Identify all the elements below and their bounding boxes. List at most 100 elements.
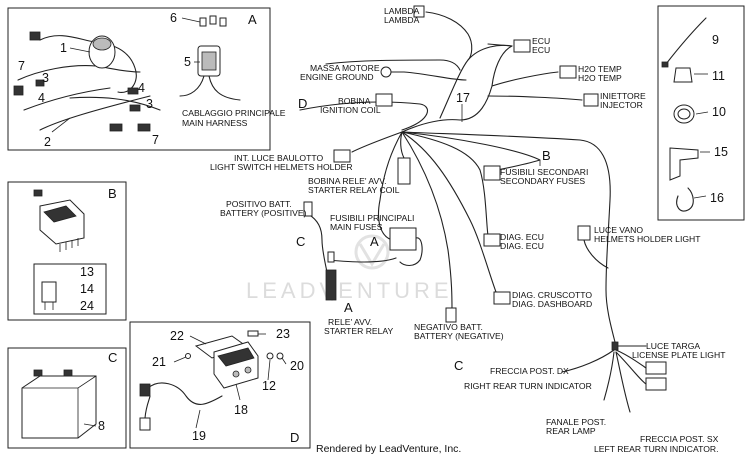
label-h2o-it: H2O TEMP <box>578 64 622 74</box>
label-main-fuses-it: FUSIBILI PRINCIPALI <box>330 213 414 223</box>
label-starter-relay-en: STARTER RELAY <box>324 326 394 336</box>
section-b-marker: B <box>542 148 551 163</box>
connector-7-a <box>109 123 123 132</box>
label-coil-it: BOBINA <box>338 96 371 106</box>
trunk-up <box>401 45 513 133</box>
label-helmet-light-en: HELMETS HOLDER LIGHT <box>594 234 701 244</box>
wire-ecu <box>487 43 513 47</box>
main-harness <box>299 5 667 413</box>
wire-batt-neg <box>401 131 453 311</box>
label-ecu-1: ECU <box>532 36 550 46</box>
leader-2 <box>51 117 71 133</box>
connector-diag-dash <box>493 291 511 305</box>
part-1-top <box>92 37 112 51</box>
label-helmet-switch-en: LIGHT SWITCH HELMETS HOLDER <box>210 162 353 172</box>
label-coil-en: IGNITION COIL <box>320 105 381 115</box>
label-rear-lamp-it: FANALE POST. <box>546 417 606 427</box>
wire-coil <box>299 101 429 131</box>
label-batt-pos-it: POSITIVO BATT. <box>226 199 292 209</box>
callout-14: 14 <box>80 282 94 296</box>
connector-h2o <box>559 65 577 79</box>
cable-19-terminal-a <box>139 383 151 397</box>
panel-c-border <box>7 347 127 449</box>
panel-c-letter: C <box>108 350 117 365</box>
cable-19 <box>147 382 223 405</box>
callout-13: 13 <box>80 265 94 279</box>
leader-8 <box>83 423 97 427</box>
label-lambda-1: LAMBDA <box>384 6 420 16</box>
label-diag-dash-it: DIAG. CRUSCOTTO <box>512 290 592 300</box>
callout-17: 17 <box>456 91 470 105</box>
callout-12: 12 <box>262 379 276 393</box>
callout-18: 18 <box>234 403 248 417</box>
rear-junction <box>611 341 619 351</box>
part-5-inner <box>201 51 217 71</box>
wire-rear-lamp <box>603 351 615 401</box>
panel-d-letter: D <box>290 430 299 445</box>
component-labels: LAMBDA LAMBDA ECU ECU MASSA MOTORE ENGIN… <box>210 6 726 454</box>
callout-6: 6 <box>170 11 177 25</box>
harness-wire-a2 <box>17 65 141 81</box>
fuse-box-top <box>43 205 77 223</box>
wire-h2o <box>491 71 559 87</box>
panel-c: C 8 <box>7 347 127 449</box>
part-6-clip-a <box>199 17 207 27</box>
label-ground-en: ENGINE GROUND <box>300 72 374 82</box>
label-lr-turn-en: LEFT REAR TURN INDICATOR. <box>594 444 718 454</box>
fuse-pins <box>59 238 79 252</box>
battery-edges <box>22 375 97 438</box>
starter-relay-top <box>217 347 255 367</box>
wire-rr-turn <box>561 349 615 373</box>
label-helmet-switch-it: INT. LUCE BAULOTTO <box>234 153 323 163</box>
wire-ground <box>403 71 467 81</box>
panel-b: B 13 14 24 <box>7 181 127 321</box>
section-c-marker-rear: C <box>454 358 463 373</box>
label-plate-light-en: LICENSE PLATE LIGHT <box>632 350 726 360</box>
harness-wire-a5 <box>69 96 161 111</box>
callout-21: 21 <box>152 355 166 369</box>
label-diag-ecu-en: DIAG. ECU <box>500 241 544 251</box>
label-secondary-fuses-it: FUSIBILI SECONDARI <box>500 167 588 177</box>
relay-terminal-a <box>232 370 240 378</box>
wire-plate-branches <box>615 349 647 385</box>
clip-10-inner <box>677 108 691 120</box>
nut-20-b <box>276 352 284 360</box>
connector-a3 <box>35 79 45 87</box>
label-secondary-fuses-en: SECONDARY FUSES <box>500 176 585 186</box>
callout-10: 10 <box>712 105 726 119</box>
bracket-15 <box>669 147 699 181</box>
section-a-marker-relay: A <box>344 300 353 315</box>
panel-right: 9 11 10 15 16 <box>657 5 745 221</box>
relay-terminal-b <box>244 366 252 374</box>
label-relay-coil-it: BOBINA RELE' AVV. <box>308 176 387 186</box>
strap-9 <box>665 17 707 65</box>
callout-19: 19 <box>192 429 206 443</box>
battery-body <box>21 375 97 439</box>
callout-1: 1 <box>60 41 67 55</box>
label-batt-neg-en: BATTERY (NEGATIVE) <box>414 331 504 341</box>
screw-23 <box>247 330 259 337</box>
callout-11: 11 <box>712 69 725 83</box>
cable-19-tail <box>144 395 151 419</box>
label-starter-relay-it: RELE' AVV. <box>328 317 372 327</box>
connector-a1 <box>29 31 41 41</box>
wire-main-fuses <box>377 131 403 241</box>
connector-7-b <box>137 123 151 132</box>
wire-diag-dash <box>401 131 511 299</box>
label-diag-ecu-it: DIAG. ECU <box>500 232 544 242</box>
connector-plate-light-a <box>645 361 667 375</box>
wire-secondary-fuses <box>401 131 541 173</box>
footer-credit: Rendered by LeadVenture, Inc. <box>316 443 461 455</box>
section-c-marker-left: C <box>296 234 305 249</box>
callout-22: 22 <box>170 329 184 343</box>
callout-9: 9 <box>712 33 719 47</box>
wire-lr-turn <box>615 351 631 413</box>
callout-3-right: 3 <box>146 97 153 111</box>
harness-label-en: MAIN HARNESS <box>182 118 248 128</box>
panel-b-letter: B <box>108 186 117 201</box>
connector-3 <box>129 104 141 112</box>
clamp-16 <box>676 187 694 212</box>
wire-relay-coil <box>400 131 405 159</box>
section-d-marker: D <box>298 96 307 111</box>
screw-21 <box>185 353 191 359</box>
